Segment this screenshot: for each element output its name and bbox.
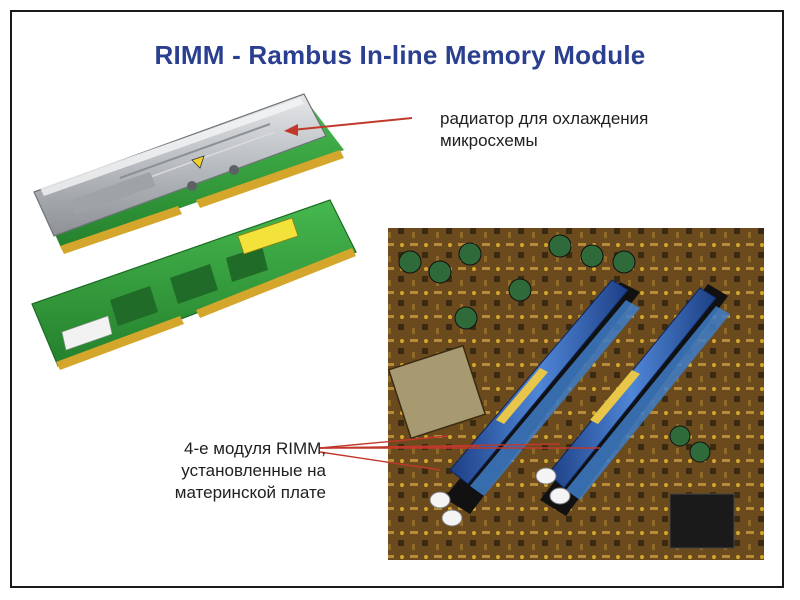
modules-caption-line-3: материнской плате (174, 483, 326, 502)
heatsink-caption-line-2: микросхемы (440, 131, 538, 150)
heatsink-module-contacts-left (60, 206, 182, 254)
retention-clip-1 (429, 491, 451, 509)
installed-rimm-3 (547, 287, 717, 489)
heatsink-caption: радиатор для охлаждения микросхемы (440, 108, 740, 152)
module-leader-lines (319, 435, 600, 471)
bare-module-label (61, 315, 113, 351)
warning-triangle-icon (191, 155, 205, 169)
module-sticker-2 (590, 370, 640, 424)
capacitors (398, 234, 711, 463)
modules-caption: 4-е модуля RIMM, установленные на матери… (96, 438, 326, 504)
heatsink-hole-2 (229, 165, 239, 175)
installed-rimm-4 (566, 306, 730, 500)
heatsink-module-contacts-right (196, 150, 344, 208)
memory-slot-1 (444, 282, 640, 514)
heatsink-arrow (284, 117, 413, 136)
heatsink-label (70, 172, 156, 214)
heatsink-rib-1 (119, 123, 271, 179)
chipset (669, 493, 735, 549)
bare-module-chip-1 (110, 286, 158, 326)
rimm-module-heatsink (33, 93, 344, 254)
heatsink-hole-1 (187, 181, 197, 191)
heatsink-caption-line-1: радиатор для охлаждения (440, 109, 649, 128)
modules-caption-line-1: 4-е модуля RIMM, (183, 439, 326, 458)
retention-clip-3 (535, 467, 557, 485)
bare-module-chip-2 (170, 264, 218, 304)
bare-module-contacts-left (56, 316, 184, 370)
slide-title: RIMM - Rambus In-line Memory Module (154, 40, 646, 70)
rimm-module-bare (31, 199, 357, 370)
heatsink-highlight (40, 98, 304, 196)
module-sticker-1 (496, 368, 548, 424)
bare-module-chip-3 (226, 246, 268, 282)
installed-rimm-2 (470, 300, 640, 496)
retention-clip-2 (441, 509, 463, 527)
motherboard-photo (387, 228, 764, 560)
cpu-socket (387, 344, 487, 440)
bare-module-contacts-right (196, 248, 356, 318)
modules-caption-line-2: установленные на (181, 461, 326, 480)
retention-clip-4 (549, 487, 571, 505)
bare-module-sticker (237, 217, 299, 255)
